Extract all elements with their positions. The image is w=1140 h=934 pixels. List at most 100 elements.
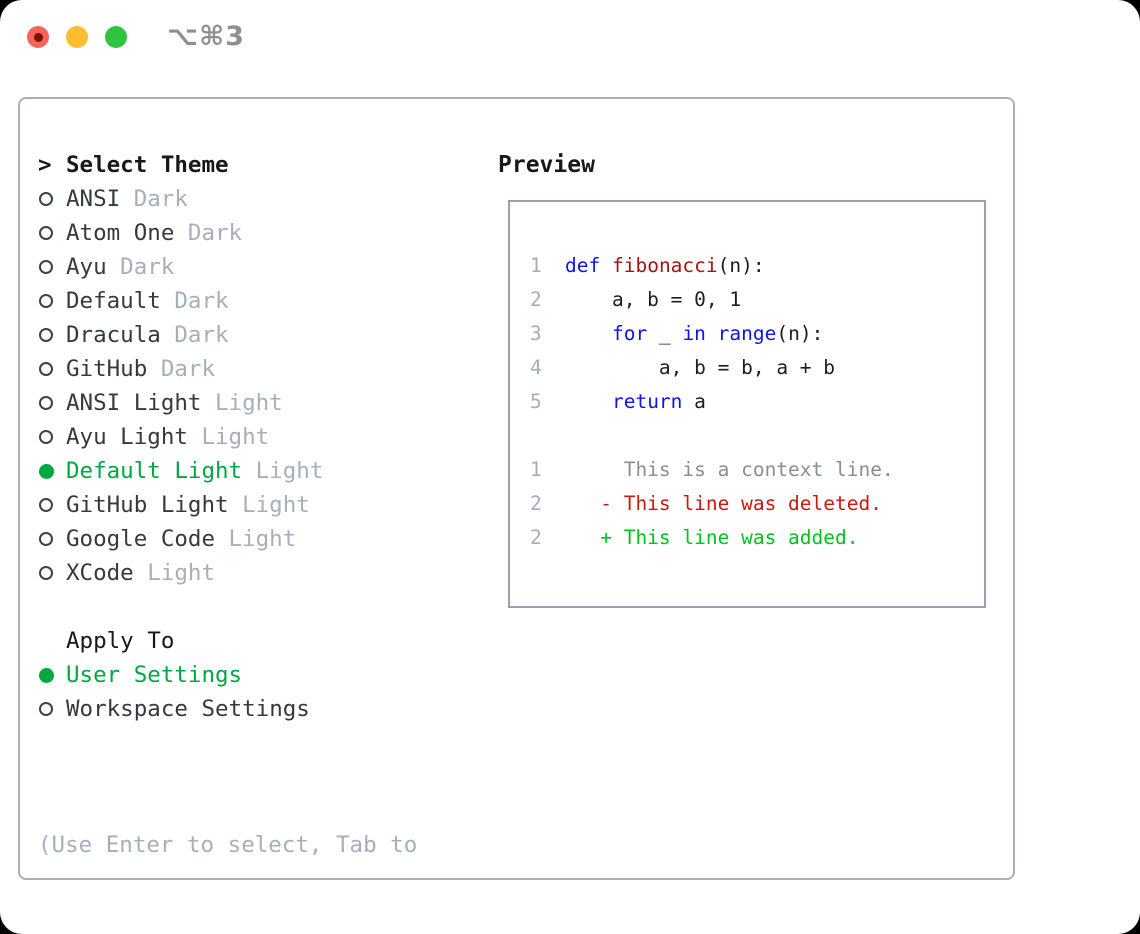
line-number: 2 — [530, 526, 542, 549]
code-segment — [565, 322, 612, 345]
theme-item-label: Default — [66, 288, 161, 314]
code-text: + This line was added. — [565, 521, 859, 555]
theme-item-label: ANSI — [66, 186, 121, 212]
radio-cell — [38, 396, 66, 410]
theme-item-label: Ayu — [66, 254, 107, 280]
theme-variant-label: Dark — [174, 322, 229, 348]
code-line — [530, 419, 984, 453]
code-line: 2 a, b = 0, 1 — [530, 283, 984, 317]
radio-unselected-icon — [39, 260, 53, 274]
theme-item-label: Google Code — [66, 526, 216, 552]
line-number: 5 — [530, 390, 542, 413]
code-segment: return — [611, 390, 683, 413]
code-segment: - This line was deleted. — [565, 492, 882, 515]
line-number: 2 — [530, 492, 542, 515]
radio-unselected-icon — [39, 396, 53, 410]
line-number: 3 — [530, 322, 542, 345]
apply-option-label: Workspace Settings — [66, 696, 310, 722]
radio-cell — [38, 498, 66, 512]
apply-to-title: Apply To — [66, 628, 175, 654]
theme-variant-label: Dark — [187, 220, 243, 246]
radio-selected-icon — [39, 463, 54, 479]
zoom-button[interactable] — [105, 26, 127, 48]
theme-variant-label: Dark — [174, 288, 229, 314]
theme-item[interactable]: Google Code Light — [38, 522, 417, 556]
help-text-line: (Use Enter to select, Tab to — [38, 832, 418, 858]
code-segment: + This line was added. — [565, 526, 859, 549]
apply-option[interactable]: User Settings — [38, 658, 417, 692]
radio-cell — [38, 667, 66, 683]
spacer — [38, 590, 417, 624]
window-controls — [27, 26, 127, 48]
code-segment — [600, 254, 612, 277]
radio-cell — [38, 463, 66, 479]
close-button[interactable] — [27, 26, 49, 48]
code-segment: for — [611, 322, 648, 345]
theme-variant-label: Light — [201, 424, 270, 450]
radio-unselected-icon — [39, 294, 53, 308]
keyboard-shortcut-label: ⌥⌘3 — [167, 21, 245, 52]
radio-cell — [38, 430, 66, 444]
code-line: 2 + This line was added. — [530, 521, 984, 555]
code-segment: (n): — [776, 322, 824, 345]
radio-unselected-icon — [39, 226, 53, 240]
radio-unselected-icon — [39, 192, 53, 206]
focus-caret-cell: > — [38, 148, 66, 182]
code-text: This is a context line. — [565, 453, 894, 487]
code-segment: a — [682, 390, 706, 413]
theme-item[interactable]: Ayu Light Light — [38, 420, 417, 454]
theme-item-label: Default Light — [66, 458, 243, 484]
apply-option[interactable]: Workspace Settings — [38, 692, 417, 726]
theme-item-label: Atom One — [66, 220, 175, 246]
theme-variant-label: Dark — [120, 254, 175, 280]
spacer — [38, 726, 417, 760]
select-theme-header: > Select Theme — [38, 148, 417, 182]
theme-variant-label: Light — [228, 526, 297, 552]
apply-to-header: Apply To — [38, 624, 417, 658]
code-segment — [706, 322, 718, 345]
radio-cell — [38, 226, 66, 240]
radio-unselected-icon — [39, 566, 53, 580]
theme-item[interactable]: Default Light Light — [38, 454, 417, 488]
radio-unselected-icon — [39, 498, 53, 512]
code-segment: a, b = b, a + b — [565, 356, 836, 379]
theme-item-label: Ayu Light — [66, 424, 188, 450]
theme-item-label: ANSI Light — [66, 390, 202, 416]
minimize-button[interactable] — [66, 26, 88, 48]
code-segment: in — [682, 322, 706, 345]
theme-item[interactable]: Ayu Dark — [38, 250, 417, 284]
theme-item[interactable]: Atom One Dark — [38, 216, 417, 250]
line-number: 1 — [530, 458, 542, 481]
code-segment: def — [565, 254, 601, 277]
apply-option-label: User Settings — [66, 662, 243, 688]
radio-unselected-icon — [39, 430, 53, 444]
line-number: 4 — [530, 356, 542, 379]
radio-selected-icon — [39, 667, 54, 683]
code-line: 3 for _ in range(n): — [530, 317, 984, 351]
preview-title: Preview — [498, 152, 595, 178]
code-line: 2 - This line was deleted. — [530, 487, 984, 521]
code-segment: range — [717, 322, 777, 345]
code-segment: This is a context line. — [565, 458, 894, 481]
theme-variant-label: Light — [255, 458, 324, 484]
radio-unselected-icon — [39, 328, 53, 342]
theme-item[interactable]: Default Dark — [38, 284, 417, 318]
theme-variant-label: Dark — [160, 356, 215, 382]
code-segment: a, b = 0, 1 — [565, 288, 742, 311]
code-segment: _ — [647, 322, 683, 345]
line-number: 2 — [530, 288, 542, 311]
